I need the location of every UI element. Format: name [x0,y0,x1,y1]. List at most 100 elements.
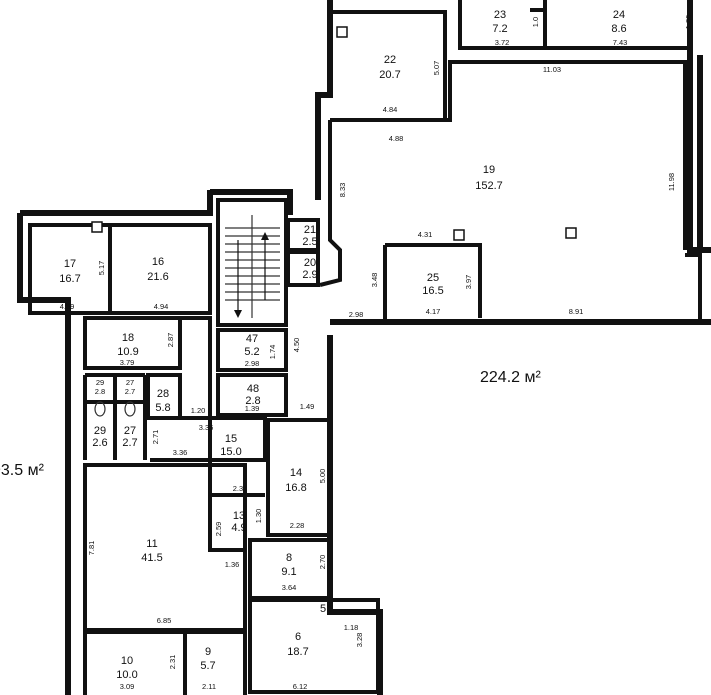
dimension: 1.0 [531,17,540,27]
room-number: 13 [233,510,245,522]
room-area: 20.7 [379,69,400,81]
room-labels: 17 16.7 16 21.6 18 10.9 29 2.6 27 2.7 28… [59,9,626,681]
room-area: 8.6 [611,23,626,35]
wc-area: 2.7 [125,387,135,396]
column-square-icon [453,229,465,241]
right-building-walls [319,0,702,320]
room-area: 2.7 [122,437,137,449]
room-number: 24 [613,9,625,21]
left-block-area: 93.5 м² [0,462,45,479]
dimension: 4.94 [154,302,169,311]
stair-core [216,198,320,417]
room-number: 47 [246,333,258,345]
dimension: 2.59 [214,522,223,537]
dimension: 3.97 [464,275,473,290]
room-area: 2.6 [92,437,107,449]
dimension: 5.17 [97,261,106,276]
room-area: 5.8 [155,402,170,414]
dimension: 1.18 [344,623,359,632]
room-number: 25 [427,272,439,284]
room-number: 27 [124,425,136,437]
dimension: 4.88 [389,134,404,143]
room-area: 5.7 [200,660,215,672]
room-area: 2.8 [245,395,260,407]
dimension: 11.98 [667,173,676,191]
room-area: 2.9 [302,269,317,281]
dimension: 3.36 [173,448,188,457]
toilet-icon [94,401,106,417]
room-area: 15.0 [220,446,241,458]
dimension: 3.48 [370,273,379,288]
room-area: 2.5 [302,236,317,248]
dimension: 1.74 [268,345,277,360]
room-number: 28 [157,388,169,400]
wc-small-labels: 29 2.8 27 2.7 [95,378,135,396]
dimension: 4.31 [418,230,433,239]
room-number: 48 [247,383,259,395]
room-area: 5.2 [244,346,259,358]
room-area: 16.8 [285,482,306,494]
dimension: 2.28 [290,521,305,530]
room-area: 4.9 [231,522,246,534]
room-number: 14 [290,467,302,479]
dimension: 2.98 [349,310,364,319]
dimension: 3.64 [282,583,297,592]
room-number: 6 [295,631,301,643]
room-number: 18 [122,332,134,344]
room-number: 9 [205,646,211,658]
dimension: 1.80 [684,15,693,30]
wc-area: 2.8 [95,387,105,396]
dimension: 4.84 [383,105,398,114]
room-number: 15 [225,433,237,445]
room-number: 20 [304,257,316,269]
wc-number: 27 [126,378,134,387]
dimension: 6.12 [293,682,308,691]
room-number: 10 [121,655,133,667]
dimension: 2.87 [166,333,175,348]
room-number: 29 [94,425,106,437]
dimension: 7.43 [613,38,628,47]
dimension-labels: 5.17 4.39 4.94 2.87 3.79 1.20 3.36 2.71 … [60,15,693,691]
room-area: 21.6 [147,271,168,283]
room-area: 41.5 [141,552,162,564]
dimension: 2.98 [245,359,260,368]
dimension: 5.07 [432,61,441,76]
dimension: 3.79 [120,358,135,367]
dimension: 3.28 [355,633,364,648]
dimension: 3.09 [120,682,135,691]
dimension: 1.36 [225,560,240,569]
dimension: 5.00 [318,469,327,484]
room-number: 23 [494,9,506,21]
wc-number: 29 [96,378,104,387]
dimension: 4.39 [60,302,75,311]
room-area: 152.7 [475,180,503,192]
toilet-icon [124,401,136,417]
dimension: 4.50 [292,338,301,353]
dimension: 8.33 [338,183,347,198]
room-area: 10.0 [116,669,137,681]
dimension: 7.81 [87,541,96,556]
dimension: 1.39 [245,404,260,413]
right-block-area: 224.2 м² [480,369,541,386]
room-area: 18.7 [287,646,308,658]
room-number: 19 [483,164,495,176]
room-number: 5 [320,603,326,615]
dimension: 1.20 [191,406,206,415]
room-number: 11 [146,538,157,550]
dimension: 2.31 [168,655,177,670]
room-number: 17 [64,258,76,270]
dimension: 2.37 [233,484,248,493]
dimension: 11.03 [543,65,561,74]
dimension: 2.70 [318,555,327,570]
left-block-walls [28,223,380,695]
dimension: 1.49 [300,402,315,411]
fixtures [91,26,577,417]
dimension: 1.30 [254,509,263,524]
column-square-icon [336,26,348,38]
dimension: 3.72 [495,38,510,47]
room-area: 16.7 [59,273,80,285]
room-area: 9.1 [281,566,296,578]
room-number: 22 [384,54,396,66]
dimension: 3.36 [199,423,214,432]
